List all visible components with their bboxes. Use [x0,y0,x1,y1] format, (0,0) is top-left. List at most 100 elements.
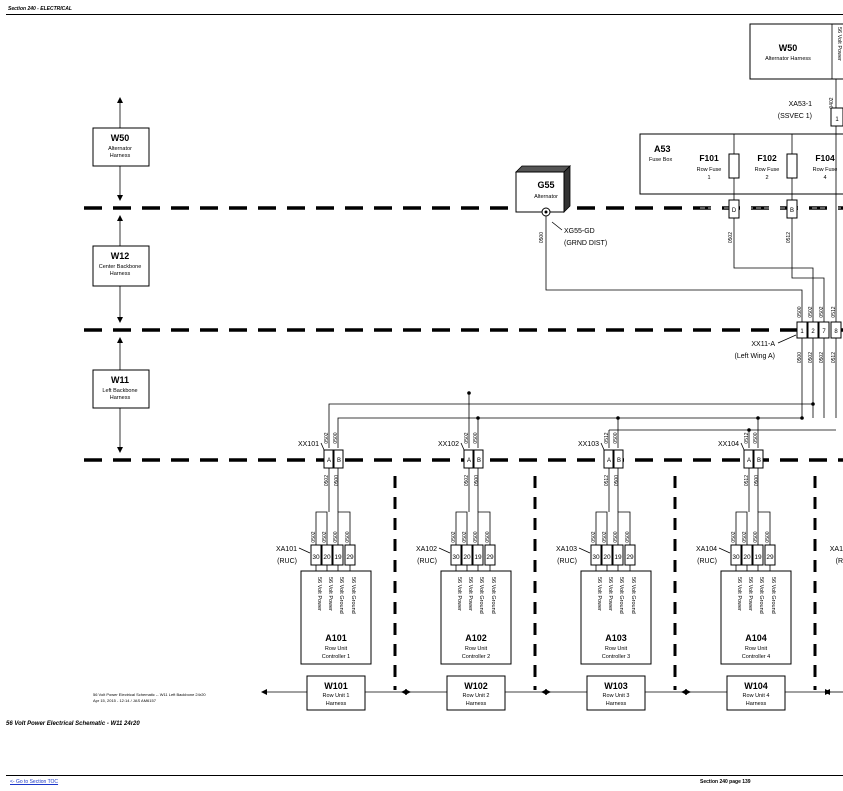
wire-number: 0500 [625,531,631,542]
connector-pin-b [333,449,344,469]
connector-pin-b [613,449,624,469]
pin-letter: A [747,458,751,464]
wire-number: 0500 [334,475,340,486]
signal-label: 56 Volt Ground [630,577,636,614]
xx11-connector-label: XX11-A [751,341,775,348]
connector-pin-b [473,449,484,469]
ruc-pin-number: 30 [312,554,320,561]
harness-id: W101 [324,681,348,691]
connector-pin-b [753,449,764,469]
fuse-id: F101 [699,153,719,163]
wire-number: 0500 [485,531,491,542]
wire-number: 0502 [819,352,825,363]
wire-branch [757,511,771,545]
pin-number: 8 [834,329,838,335]
wire-number: 0512 [604,432,610,443]
wire-number: 0500 [614,475,620,486]
section-header: Section 240 - ELECTRICAL [8,6,72,12]
controller-id: A101 [325,633,347,643]
arrow-head [117,195,123,201]
ruc-connector-label: XA103 [556,546,577,553]
wire-number: 0512 [831,352,837,363]
wire-branch [455,511,468,545]
figure-note-line2: Apr 15, 2015 - 12:14 / JAS AM6157 [93,698,157,703]
ruc-connector-label: XA102 [416,546,437,553]
left-harness-id: W12 [111,251,130,261]
controller-number: Controller 3 [602,654,630,660]
wire-number: 0502 [728,232,734,243]
signal-label: 56 Volt Ground [618,577,624,614]
wire-0500 [545,216,803,322]
wire-number: 0502 [311,531,317,542]
arrow-head [117,447,123,453]
controller-number: Controller 1 [322,654,350,660]
pin-number: 1 [835,117,839,123]
wire-number: 0500 [333,432,339,443]
wire-number: 0502 [324,475,330,486]
arrow-head [681,689,687,695]
left-harness-box-w50 [92,127,150,167]
wire-number: 0502 [602,531,608,542]
wire-number: 0502 [451,531,457,542]
header-divider [6,14,843,15]
ruc-connector-label: XA101 [276,546,297,553]
splice-dot [800,416,804,420]
ground-terminal-dot [544,210,548,214]
splice-dot [616,416,620,420]
fuse-name: Row Fuse [697,167,722,173]
pin-letter: B [477,458,481,464]
row-unit-harness-w102 [446,675,506,711]
wire-branch [477,511,491,545]
alternator-side-face [563,165,571,213]
connector-sublabel: (SSVEC 1) [778,113,812,120]
signal-label: 56 Volt Power [607,577,613,611]
harness-name: Row Unit 2 [463,693,490,699]
wire-number: 0500 [753,531,759,542]
wire-number: 0502 [819,306,825,317]
arrow-head [824,689,830,695]
fuse-id: F104 [815,153,835,163]
wire-number: 0500 [613,531,619,542]
wire-branch [315,511,328,545]
signal-label: 56 Volt Ground [770,577,776,614]
signal-label: 56 Volt Power [316,577,322,611]
pin-box [830,107,843,127]
signal-label: 56 Volt Power [327,577,333,611]
leader-line [718,547,731,554]
controller-id: A104 [745,633,767,643]
pin-letter: A [327,458,331,464]
left-harness-box-w11 [92,369,150,409]
connector-pin-a [463,449,474,469]
harness-id: W102 [464,681,488,691]
leader-line [777,334,797,344]
row-unit-controller-a104 [720,570,792,665]
arrow-head [261,689,267,695]
arrow-head [117,317,123,323]
wire-number: 0502 [808,352,814,363]
fuse-symbol [728,153,740,179]
leader-line [551,221,563,231]
g55-alternator-box [515,171,565,213]
section-toc-link[interactable]: <- Go to Section TOC [10,779,59,785]
ruc-pin-number: 19 [614,554,622,561]
ruc-connector-sublabel: (RUC) [277,558,297,565]
ruc-pin-number: 30 [452,554,460,561]
pin-number: 7 [822,329,826,335]
ruc-pin-number: 29 [486,554,494,561]
wire-0500 [337,417,802,448]
left-harness-id: W50 [111,133,130,143]
arrow-head [401,689,407,695]
wire-number: 0500 [613,432,619,443]
ruc-pin-number: 29 [346,554,354,561]
leader-line [298,547,311,554]
left-harness-name: Harness [110,395,131,401]
page-number: Section 240 page 139 [700,779,751,785]
wire-branch [595,511,608,545]
wire-branch [337,511,351,545]
harness-name: Harness [606,701,627,707]
signal-label: 56 Volt Ground [338,577,344,614]
wire-number: 0502 [322,531,328,542]
controller-number: Controller 4 [742,654,770,660]
ruc-connector-sublabel: (RUC) [557,558,577,565]
pin-number: 2 [811,329,815,335]
